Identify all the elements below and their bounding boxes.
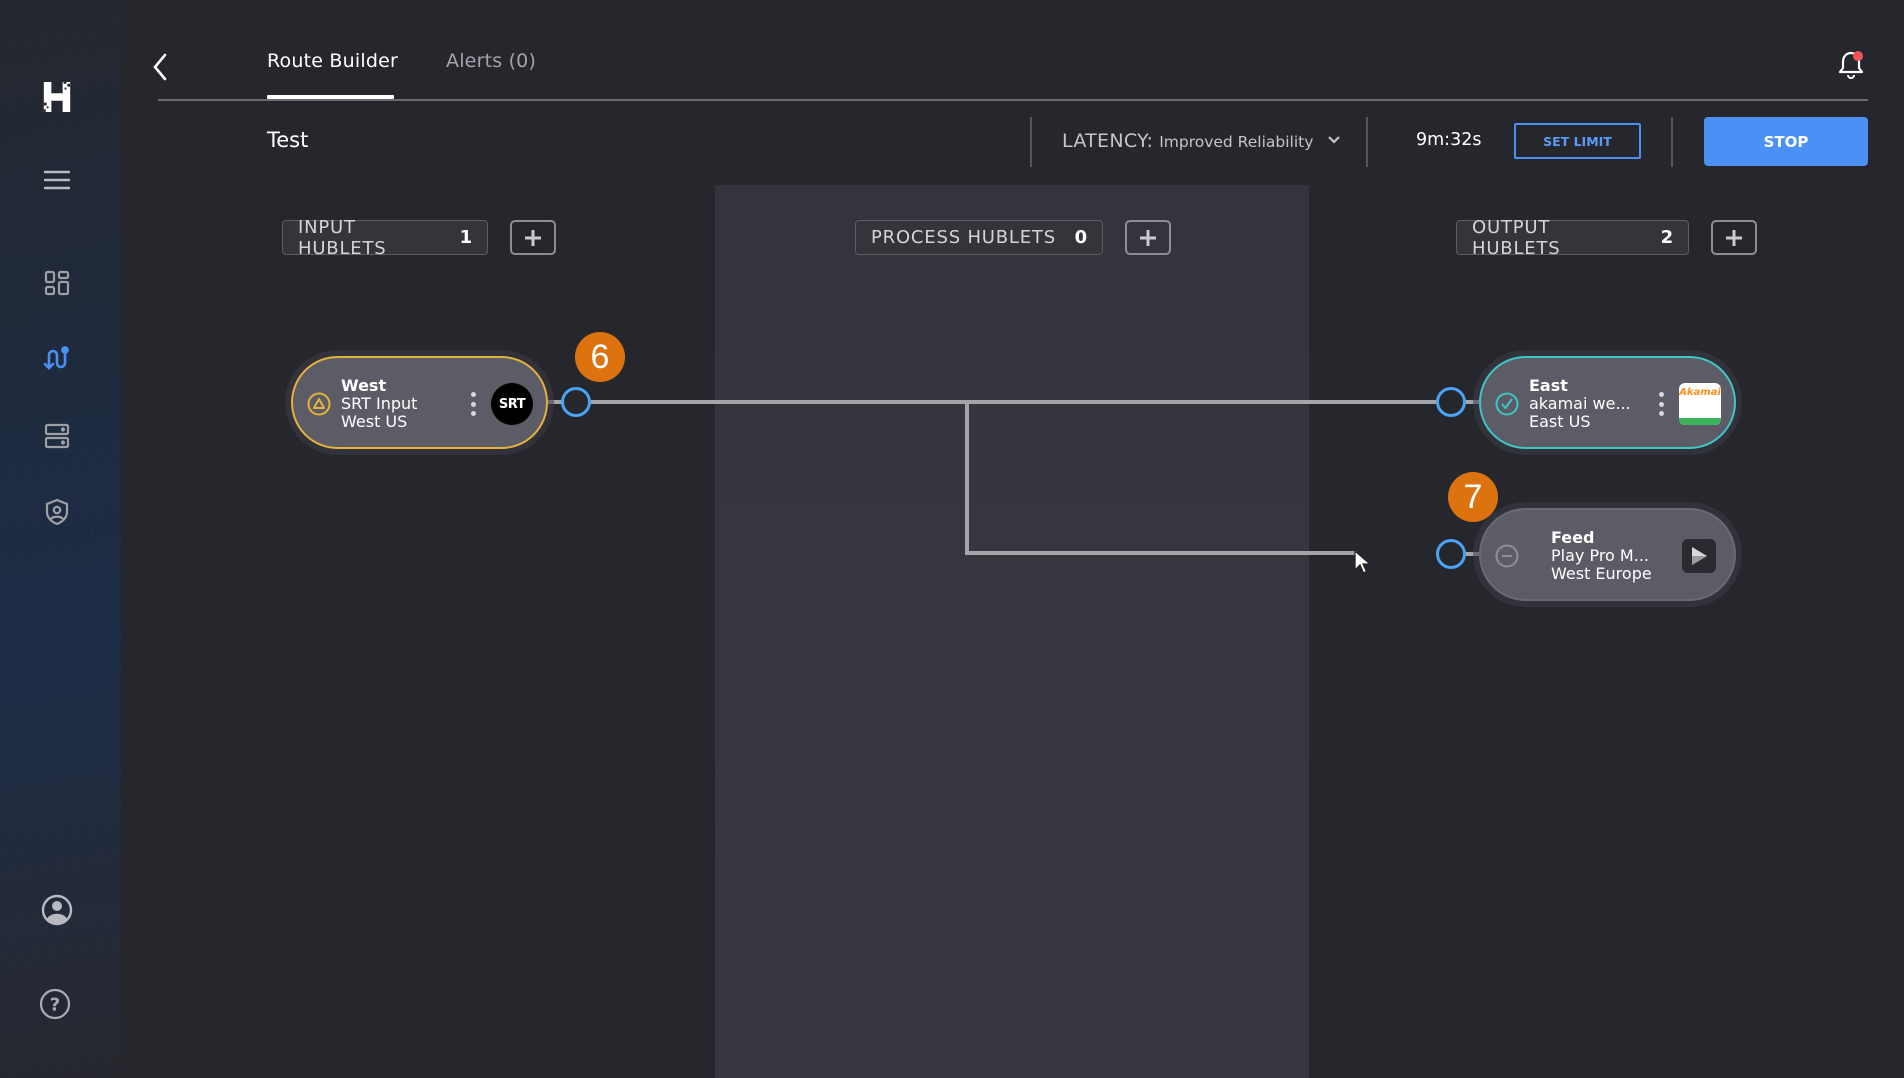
- node-type: akamai we...: [1529, 394, 1631, 413]
- srt-logo-icon: SRT: [491, 383, 533, 425]
- play-logo-icon: [1682, 539, 1716, 573]
- input-hublets-chip: INPUT HUBLETS 1: [282, 217, 488, 259]
- output-hublets-label: OUTPUT HUBLETS: [1472, 216, 1561, 259]
- active-tab-indicator: [267, 95, 394, 99]
- timer-value: 9m:32s: [1416, 130, 1482, 150]
- output-hublets-count: 2: [1660, 227, 1674, 248]
- annotation-badge-6: 6: [575, 332, 625, 382]
- tab-route-builder[interactable]: Route Builder: [267, 50, 398, 72]
- header-divider: [1366, 117, 1368, 167]
- back-chevron-icon[interactable]: [150, 52, 174, 82]
- hamburger-menu-icon[interactable]: [41, 164, 73, 196]
- route-title: Test: [267, 128, 309, 152]
- node-text: West SRT Input West US: [341, 377, 417, 431]
- output-hublets-chip: OUTPUT HUBLETS 2: [1456, 217, 1689, 259]
- header-divider: [1671, 117, 1673, 167]
- hublet-logo-icon[interactable]: [41, 81, 73, 113]
- add-input-hublet-button[interactable]: [510, 220, 556, 255]
- shield-user-icon[interactable]: [41, 496, 73, 528]
- svg-text:?: ?: [50, 995, 60, 1016]
- server-icon[interactable]: [41, 420, 73, 452]
- help-icon[interactable]: ?: [39, 988, 71, 1020]
- akamai-logo-icon: Akamai: [1679, 383, 1721, 425]
- connection-west-east[interactable]: [591, 400, 1437, 404]
- plus-icon: [525, 229, 541, 246]
- tab-bar-divider: [158, 99, 1868, 101]
- add-output-hublet-button[interactable]: [1711, 220, 1757, 255]
- input-node-west[interactable]: West SRT Input West US SRT: [291, 356, 548, 449]
- sidebar: ?: [0, 0, 121, 1078]
- node-menu-kebab-icon[interactable]: [1657, 392, 1665, 416]
- set-limit-button[interactable]: SET LIMIT: [1514, 123, 1641, 159]
- stop-button[interactable]: STOP: [1704, 117, 1868, 166]
- connector-stub: [1466, 400, 1480, 404]
- process-hublets-label: PROCESS HUBLETS: [871, 227, 1056, 248]
- node-text: East akamai we... East US: [1529, 377, 1631, 431]
- node-name: Feed: [1551, 528, 1595, 547]
- latency-dropdown[interactable]: LATENCY: Improved Reliability: [1062, 130, 1341, 152]
- header-divider: [1030, 117, 1032, 167]
- dashboard-grid-icon[interactable]: [41, 267, 73, 299]
- input-port-feed[interactable]: [1436, 539, 1466, 569]
- node-name: West: [341, 376, 387, 395]
- tab-alerts[interactable]: Alerts (0): [446, 50, 537, 72]
- node-menu-kebab-icon[interactable]: [469, 392, 477, 416]
- connection-branch-vertical[interactable]: [965, 402, 969, 554]
- latency-value: Improved Reliability: [1159, 133, 1314, 151]
- mouse-cursor-icon: [1354, 549, 1372, 580]
- node-region: West US: [341, 412, 408, 431]
- connection-pending-feed[interactable]: [965, 551, 1357, 555]
- warning-status-icon: [307, 392, 331, 416]
- latency-label: LATENCY:: [1062, 130, 1154, 152]
- notifications-bell-icon[interactable]: [1836, 48, 1866, 80]
- inactive-status-icon: [1495, 544, 1519, 568]
- output-node-feed[interactable]: Feed Play Pro M... West Europe: [1479, 508, 1736, 601]
- node-text: Feed Play Pro M... West Europe: [1551, 529, 1652, 583]
- process-column: [715, 185, 1309, 1078]
- add-process-hublet-button[interactable]: [1125, 220, 1171, 255]
- check-status-icon: [1495, 392, 1519, 416]
- top-bar: [121, 0, 1904, 185]
- route-icon[interactable]: [41, 343, 73, 375]
- plus-icon: [1140, 229, 1156, 246]
- plus-icon: [1726, 229, 1742, 246]
- output-port-west[interactable]: [561, 387, 591, 417]
- chevron-down-icon: [1327, 130, 1341, 149]
- node-name: East: [1529, 376, 1568, 395]
- node-type: SRT Input: [341, 394, 418, 413]
- output-node-east[interactable]: East akamai we... East US Akamai: [1479, 356, 1736, 449]
- connector-stub: [1466, 552, 1480, 556]
- node-region: East US: [1529, 412, 1591, 431]
- input-hublets-count: 1: [459, 227, 473, 248]
- user-account-icon[interactable]: [41, 894, 73, 926]
- node-region: West Europe: [1551, 564, 1652, 583]
- node-type: Play Pro M...: [1551, 546, 1649, 565]
- connector-stub: [548, 400, 562, 404]
- process-hublets-chip: PROCESS HUBLETS 0: [855, 220, 1103, 255]
- input-port-east[interactable]: [1436, 387, 1466, 417]
- process-hublets-count: 0: [1074, 227, 1088, 248]
- input-hublets-label: INPUT HUBLETS: [298, 216, 387, 259]
- annotation-badge-7: 7: [1448, 472, 1498, 522]
